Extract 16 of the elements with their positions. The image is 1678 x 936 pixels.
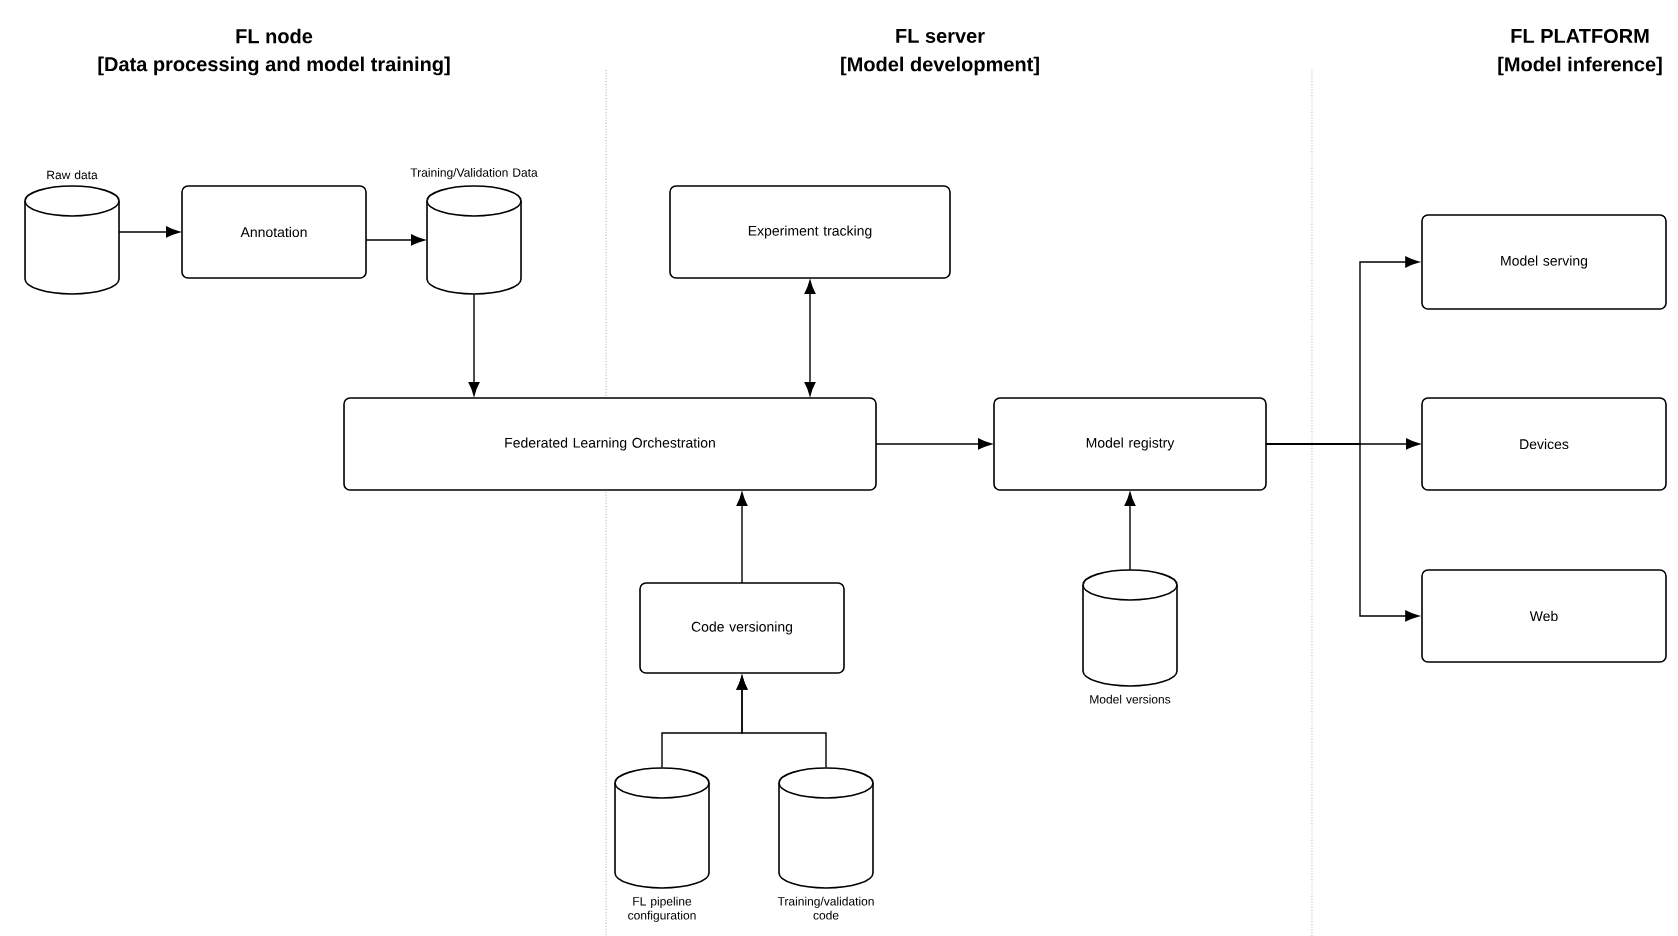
arrow bbox=[1266, 443, 1419, 622]
column-heading: [Model development] bbox=[841, 56, 1039, 76]
arrow bbox=[736, 492, 748, 584]
column-heading: FL server bbox=[896, 29, 985, 43]
column-heading: [Model inference] bbox=[1498, 56, 1662, 76]
arrow bbox=[1265, 438, 1420, 450]
arrow bbox=[804, 280, 816, 396]
arrow bbox=[875, 438, 992, 450]
arrow bbox=[736, 675, 827, 769]
arrow bbox=[118, 226, 180, 238]
arrow bbox=[468, 293, 480, 396]
column-heading: FL node bbox=[236, 28, 313, 44]
arrow bbox=[1124, 492, 1136, 571]
column-heading: [Data processing and model training] bbox=[98, 56, 450, 76]
arrow bbox=[365, 234, 425, 246]
column-heading: FL PLATFORM bbox=[1511, 28, 1649, 44]
